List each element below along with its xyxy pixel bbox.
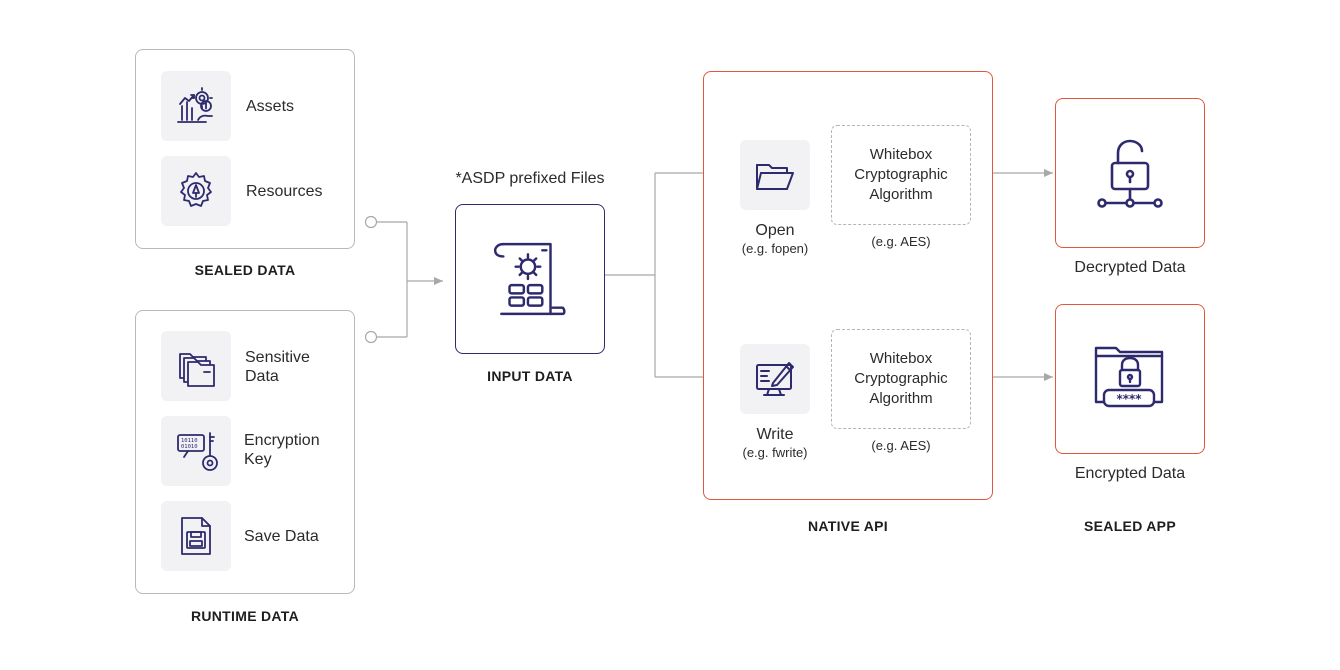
binary-key-icon: 10110 01010	[161, 416, 231, 486]
monitor-edit-icon	[740, 344, 810, 414]
whitebox-line3: Algorithm	[869, 390, 933, 407]
decrypted-data-box	[1055, 98, 1205, 248]
resources-gear-icon	[161, 156, 231, 226]
aes-example-open: (e.g. AES)	[871, 234, 931, 249]
svg-text:10110: 10110	[181, 438, 198, 444]
encrypted-data-box: ****	[1055, 304, 1205, 454]
save-file-icon	[161, 501, 231, 571]
scroll-gear-icon	[493, 242, 566, 316]
whitebox-line2: Cryptographic	[854, 370, 948, 387]
input-data-caption: INPUT DATA	[487, 368, 573, 384]
sealed-data-caption: SEALED DATA	[194, 262, 296, 278]
encryption-key-label-line2: Key	[244, 451, 272, 468]
whitebox-algorithm-box-open: Whitebox Cryptographic Algorithm	[831, 125, 971, 225]
whitebox-algorithm-box-write: Whitebox Cryptographic Algorithm	[831, 329, 971, 429]
save-data-label: Save Data	[244, 528, 319, 545]
assets-label: Assets	[246, 98, 295, 115]
unlocked-padlock-network-icon	[1097, 139, 1163, 208]
encryption-key-label-line1: Encryption	[244, 432, 320, 449]
assets-chart-icon	[161, 71, 231, 141]
resources-label: Resources	[246, 183, 323, 200]
open-example: (e.g. fopen)	[741, 241, 809, 256]
input-data-box	[455, 204, 605, 354]
whitebox-line2: Cryptographic	[854, 166, 948, 183]
runtime-data-caption: RUNTIME DATA	[190, 608, 300, 624]
whitebox-line1: Whitebox	[869, 350, 933, 367]
native-api-caption: NATIVE API	[807, 518, 888, 534]
sensitive-data-label-line1: Sensitive	[245, 349, 310, 366]
folders-icon	[161, 331, 231, 401]
aes-example-write: (e.g. AES)	[871, 438, 931, 453]
sensitive-data-label-line2: Data	[245, 368, 279, 385]
whitebox-line3: Algorithm	[869, 186, 933, 203]
write-example: (e.g. fwrite)	[742, 445, 808, 460]
locked-folder-password-icon: ****	[1094, 346, 1164, 408]
encrypted-data-label: Encrypted Data	[1074, 465, 1186, 482]
folder-open-icon	[740, 140, 810, 210]
write-label: Write	[756, 426, 794, 443]
svg-text:01010: 01010	[181, 444, 198, 450]
svg-text:****: ****	[1116, 392, 1142, 406]
asdp-files-label: *ASDP prefixed Files	[455, 170, 605, 187]
sealed-app-caption: SEALED APP	[1084, 518, 1176, 534]
whitebox-line1: Whitebox	[869, 146, 933, 163]
decrypted-data-label: Decrypted Data	[1074, 259, 1186, 276]
open-label: Open	[755, 222, 795, 239]
